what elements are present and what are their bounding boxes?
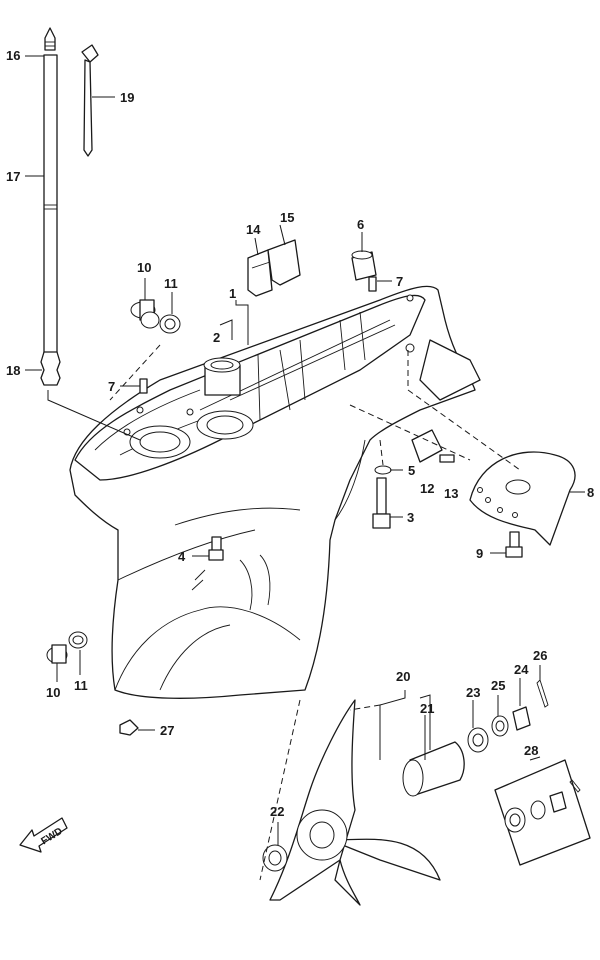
part-11-washer-upper <box>159 314 181 334</box>
part-12-anode-block <box>411 429 443 463</box>
label-1: 1 <box>229 286 236 301</box>
label-4: 4 <box>178 549 186 564</box>
part-8-trim-tab-anode <box>469 451 576 546</box>
label-19: 19 <box>120 90 134 105</box>
part-labels: 16 19 17 14 15 6 10 7 11 1 2 18 7 5 8 12… <box>6 48 594 819</box>
label-21: 21 <box>420 701 434 716</box>
part-21-bushing <box>402 741 465 797</box>
label-26: 26 <box>533 648 547 663</box>
label-7-left: 7 <box>108 379 115 394</box>
cable-tie-part <box>81 44 99 157</box>
label-7-upper: 7 <box>396 274 403 289</box>
part-10-plug-lower <box>46 644 68 664</box>
part-3-bolt <box>372 477 391 529</box>
label-8: 8 <box>587 485 594 500</box>
part-26-cotter-pin <box>536 679 549 708</box>
label-2: 2 <box>213 330 220 345</box>
part-11-washer-lower <box>68 631 88 649</box>
part-24-prop-nut <box>512 706 531 731</box>
part-6-rubber-mount <box>351 250 377 281</box>
label-28: 28 <box>524 743 538 758</box>
part-25-washer <box>491 715 509 737</box>
label-5: 5 <box>408 463 415 478</box>
shift-rod-assembly <box>40 27 61 386</box>
part-5-washer <box>374 465 392 475</box>
label-27: 27 <box>160 723 174 738</box>
part-4-bolt <box>208 536 224 561</box>
part-10-plug-upper <box>130 299 160 329</box>
fwd-arrow-icon: FWD <box>19 817 68 853</box>
gear-case-housing <box>69 285 481 699</box>
label-9: 9 <box>476 546 483 561</box>
label-13: 13 <box>444 486 458 501</box>
label-24: 24 <box>514 662 529 677</box>
label-22: 22 <box>270 804 284 819</box>
part-15-plate <box>267 239 301 286</box>
label-16: 16 <box>6 48 20 63</box>
part-23-thrust-washer <box>467 727 489 753</box>
label-25: 25 <box>491 678 505 693</box>
label-10-lower: 10 <box>46 685 60 700</box>
label-15: 15 <box>280 210 294 225</box>
part-7-pin-upper <box>368 276 377 292</box>
part-22-spacer <box>262 844 288 872</box>
leader-lines <box>25 55 585 881</box>
label-6: 6 <box>357 217 364 232</box>
propeller <box>269 699 441 906</box>
label-20: 20 <box>396 669 410 684</box>
label-18: 18 <box>6 363 20 378</box>
label-11-upper: 11 <box>164 276 178 291</box>
part-28-prop-nut-kit <box>494 759 591 866</box>
label-14: 14 <box>246 222 261 237</box>
part-9-bolt <box>505 531 523 558</box>
label-23: 23 <box>466 685 480 700</box>
label-11-lower: 11 <box>74 678 88 693</box>
part-14-bracket <box>247 249 273 297</box>
part-13-bolt <box>439 454 455 463</box>
label-17: 17 <box>6 169 20 184</box>
label-3: 3 <box>407 510 414 525</box>
label-12: 12 <box>420 481 434 496</box>
label-10-upper: 10 <box>137 260 151 275</box>
part-27-nut <box>119 719 139 736</box>
part-7-pin-left <box>139 378 148 394</box>
